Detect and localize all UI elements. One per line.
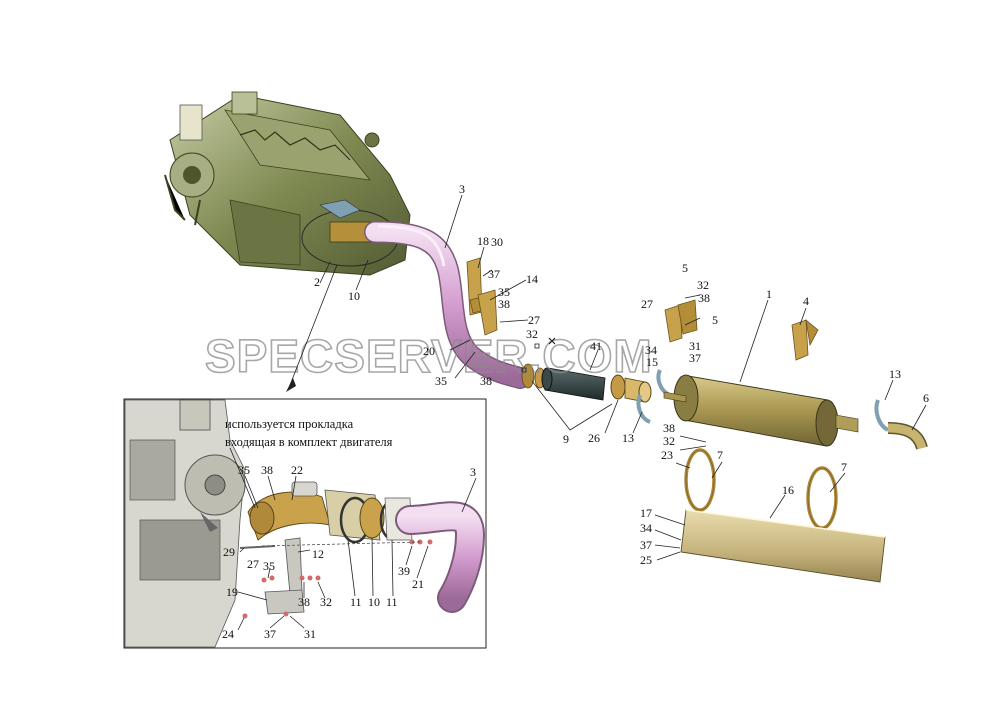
flex-hose-41 [541,367,606,401]
callout: 9 [563,432,569,446]
inset-callout: 11 [350,595,362,609]
inset-callout: 21 [412,577,424,591]
callout: 34 [645,343,657,357]
tail-pipe-6 [887,422,928,450]
inset-callout: 35 [263,559,275,573]
inset-callout: 38 [298,595,310,609]
inset-callout: 10 [368,595,380,609]
callout: 7 [841,460,847,474]
callout: 38 [663,421,675,435]
callout: 7 [717,448,723,462]
callout: 2 [314,275,320,289]
callout: 18 [477,234,489,248]
callout: 26 [588,431,600,445]
strap-7-left [684,448,716,512]
inset-callout: 39 [398,564,410,578]
inset-callout: 37 [264,627,276,641]
inset-callout: 3 [470,465,476,479]
inset-callout: 27 [247,557,259,571]
inset-detail: используется прокладка входящая в компле… [123,398,487,649]
arrow-to-inset [286,378,296,392]
inset-note-line2: входящая в комплект двигателя [225,435,393,449]
callout: 3 [459,182,465,196]
callout: 32 [697,278,709,292]
callout: 15 [646,355,658,369]
watermark: SPECSERVER.COM [205,330,653,382]
heat-shield-16 [680,509,886,583]
callout: 14 [526,272,538,286]
inset-callout: 24 [222,627,234,641]
callout: 27 [528,313,540,327]
engine-block [164,91,411,276]
callout: 32 [526,327,538,341]
inset-note-line1: используется прокладка [225,417,354,431]
callout: 4 [803,294,809,308]
callout: 35 [435,374,447,388]
callout: 37 [488,267,500,281]
inset-callout: 35 [238,463,250,477]
inset-callout: 22 [291,463,303,477]
callout: 25 [640,553,652,567]
callout: 34 [640,521,652,535]
inset-callout: 12 [312,547,324,561]
callout: 31 [689,339,701,353]
ring-26 [610,374,652,403]
strap-7-right [806,466,838,530]
inset-callout: 32 [320,595,332,609]
inset-callout: 31 [304,627,316,641]
callout: 23 [661,448,673,462]
callout: 16 [782,483,794,497]
bracket-14 [477,289,498,336]
callout: 35 [498,285,510,299]
callout: 38 [698,291,710,305]
leader-lines [289,194,927,561]
callout: 41 [590,339,602,353]
inset-callout: 29 [223,545,235,559]
callout: 5 [712,313,718,327]
callout: 27 [641,297,653,311]
callout: 30 [491,235,503,249]
callout: 32 [663,434,675,448]
muffler-1 [663,374,859,447]
clamp-13-right [874,399,890,432]
callout: 13 [889,367,901,381]
inset-callout: 19 [226,585,238,599]
callout: 37 [689,351,701,365]
callout: 6 [923,391,929,405]
inset-leader-lines [229,447,477,631]
callout: 37 [640,538,652,552]
callout: 38 [498,297,510,311]
callout: 10 [348,289,360,303]
callout: 5 [682,261,688,275]
callout: 20 [423,344,435,358]
marker-points [521,337,556,373]
callout: 13 [622,431,634,445]
callout: 1 [766,287,772,301]
inset-callout: 38 [261,463,273,477]
callout: 38 [480,374,492,388]
bracket-5 [664,299,698,343]
pipe-3 [364,221,531,389]
callout: 17 [640,506,652,520]
inset-callout: 11 [386,595,398,609]
bracket-4 [791,319,819,361]
main-callouts: 3 18 30 37 14 35 38 27 32 20 35 38 2 10 … [314,182,929,567]
